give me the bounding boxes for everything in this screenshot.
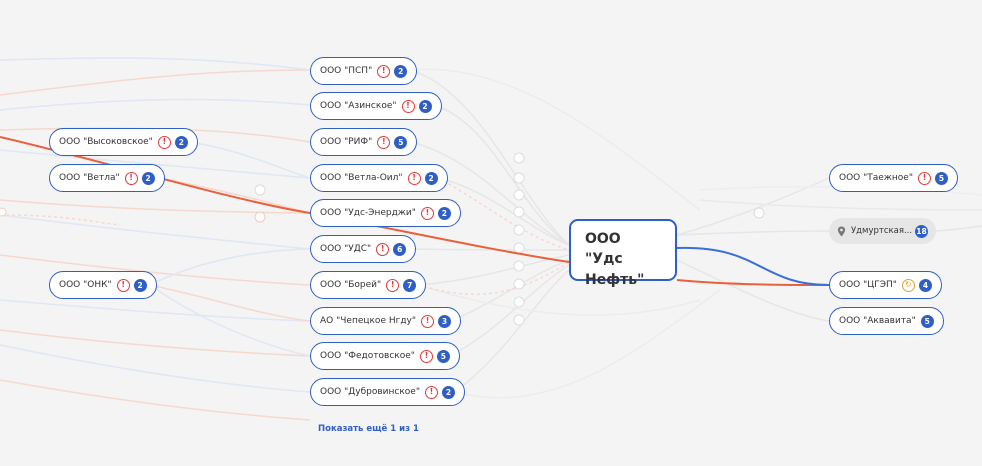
node-label: ООО "Дубровинское": [320, 387, 420, 397]
node-akvavita[interactable]: ООО "Аквавита" 5: [829, 307, 944, 335]
node-onk[interactable]: ООО "ОНК" ! 2: [49, 271, 157, 299]
node-rif[interactable]: ООО "РИФ" ! 5: [310, 128, 418, 156]
node-uds-energy[interactable]: ООО "Удс-Энерджи" ! 2: [310, 199, 461, 227]
highlighted-edges: [0, 136, 830, 286]
sync-icon: ↻: [901, 278, 915, 292]
count-badge: 2: [437, 206, 451, 220]
faded-background-edges: [0, 57, 982, 421]
node-fedotovskoe[interactable]: ООО "Федотовское" ! 5: [310, 342, 460, 370]
node-vysokovskoe[interactable]: ООО "Высоковское" ! 2: [49, 128, 198, 156]
warning-icon: !: [424, 385, 438, 399]
warning-icon: !: [124, 171, 138, 185]
node-psp[interactable]: ООО "ПСП" ! 2: [310, 57, 418, 85]
location-pin-icon: [837, 226, 846, 236]
count-badge: 2: [133, 278, 147, 292]
warning-icon: !: [377, 135, 391, 149]
node-label: ООО "РИФ": [320, 137, 373, 147]
count-badge: 7: [403, 278, 417, 292]
count-badge: 5: [934, 171, 948, 185]
count-badge: 2: [424, 171, 438, 185]
path-edge-segment: [676, 246, 830, 286]
center-node[interactable]: ООО "Удс Нефть": [569, 219, 677, 288]
node-label: ООО "УДС": [320, 244, 372, 254]
node-label: ООО "Высоковское": [59, 137, 153, 147]
count-badge: 2: [441, 385, 455, 399]
node-label: ООО "Таежное": [839, 173, 913, 183]
count-badge: 5: [920, 314, 934, 328]
node-label: ООО "Борей": [320, 280, 382, 290]
count-badge: 4: [918, 278, 932, 292]
node-label: АО "Чепецкое Нгду": [320, 316, 417, 326]
node-label: ООО "Удс-Энерджи": [320, 208, 416, 218]
node-borey[interactable]: ООО "Борей" ! 7: [310, 271, 427, 299]
node-taezhnoe[interactable]: ООО "Таежное" ! 5: [829, 164, 958, 192]
node-label: ООО "Ветла": [59, 173, 120, 183]
warning-icon: !: [419, 349, 433, 363]
count-badge: 2: [174, 135, 188, 149]
count-badge: 5: [436, 349, 450, 363]
warning-icon: !: [377, 64, 391, 78]
count-badge: 18: [915, 224, 928, 238]
node-label: ООО "ЦГЭП": [839, 280, 897, 290]
node-uds[interactable]: ООО "УДС" ! 6: [310, 235, 417, 263]
warning-icon: !: [116, 278, 130, 292]
node-label: ООО "Федотовское": [320, 351, 415, 361]
warning-icon: !: [386, 278, 400, 292]
count-badge: 2: [394, 64, 408, 78]
node-vetla-oil[interactable]: ООО "Ветла-Оил" ! 2: [310, 164, 448, 192]
warning-icon: !: [407, 171, 421, 185]
count-badge: 5: [394, 135, 408, 149]
region-label: Удмуртская...: [851, 226, 913, 236]
node-azinskoe[interactable]: ООО "Азинское" ! 2: [310, 92, 442, 120]
node-label: ООО "ОНК": [59, 280, 112, 290]
warning-icon: !: [157, 135, 171, 149]
node-vetla[interactable]: ООО "Ветла" ! 2: [49, 164, 165, 192]
warning-icon: !: [420, 206, 434, 220]
path-edge-segment: [0, 136, 570, 263]
node-label: ООО "Азинское": [320, 101, 397, 111]
warning-icon: !: [376, 242, 390, 256]
warning-icon: !: [421, 314, 435, 328]
count-badge: 2: [418, 99, 432, 113]
node-label: ООО "ПСП": [320, 66, 373, 76]
count-badge: 6: [393, 242, 407, 256]
faded-edge-markers: [0, 152, 765, 326]
warning-icon: !: [401, 99, 415, 113]
node-dubrovinskoe[interactable]: ООО "Дубровинское" ! 2: [310, 378, 465, 406]
node-label: ООО "Аквавита": [839, 316, 916, 326]
count-badge: 3: [438, 314, 452, 328]
count-badge: 2: [141, 171, 155, 185]
node-chepetskoe[interactable]: АО "Чепецкое Нгду" ! 3: [310, 307, 462, 335]
node-label: ООО "Ветла-Оил": [320, 173, 403, 183]
region-node[interactable]: Удмуртская... 18: [829, 218, 936, 244]
warning-icon: !: [917, 171, 931, 185]
show-more-link[interactable]: Показать ещё 1 из 1: [318, 424, 419, 434]
node-cgep[interactable]: ООО "ЦГЭП" ↻ 4: [829, 271, 942, 299]
